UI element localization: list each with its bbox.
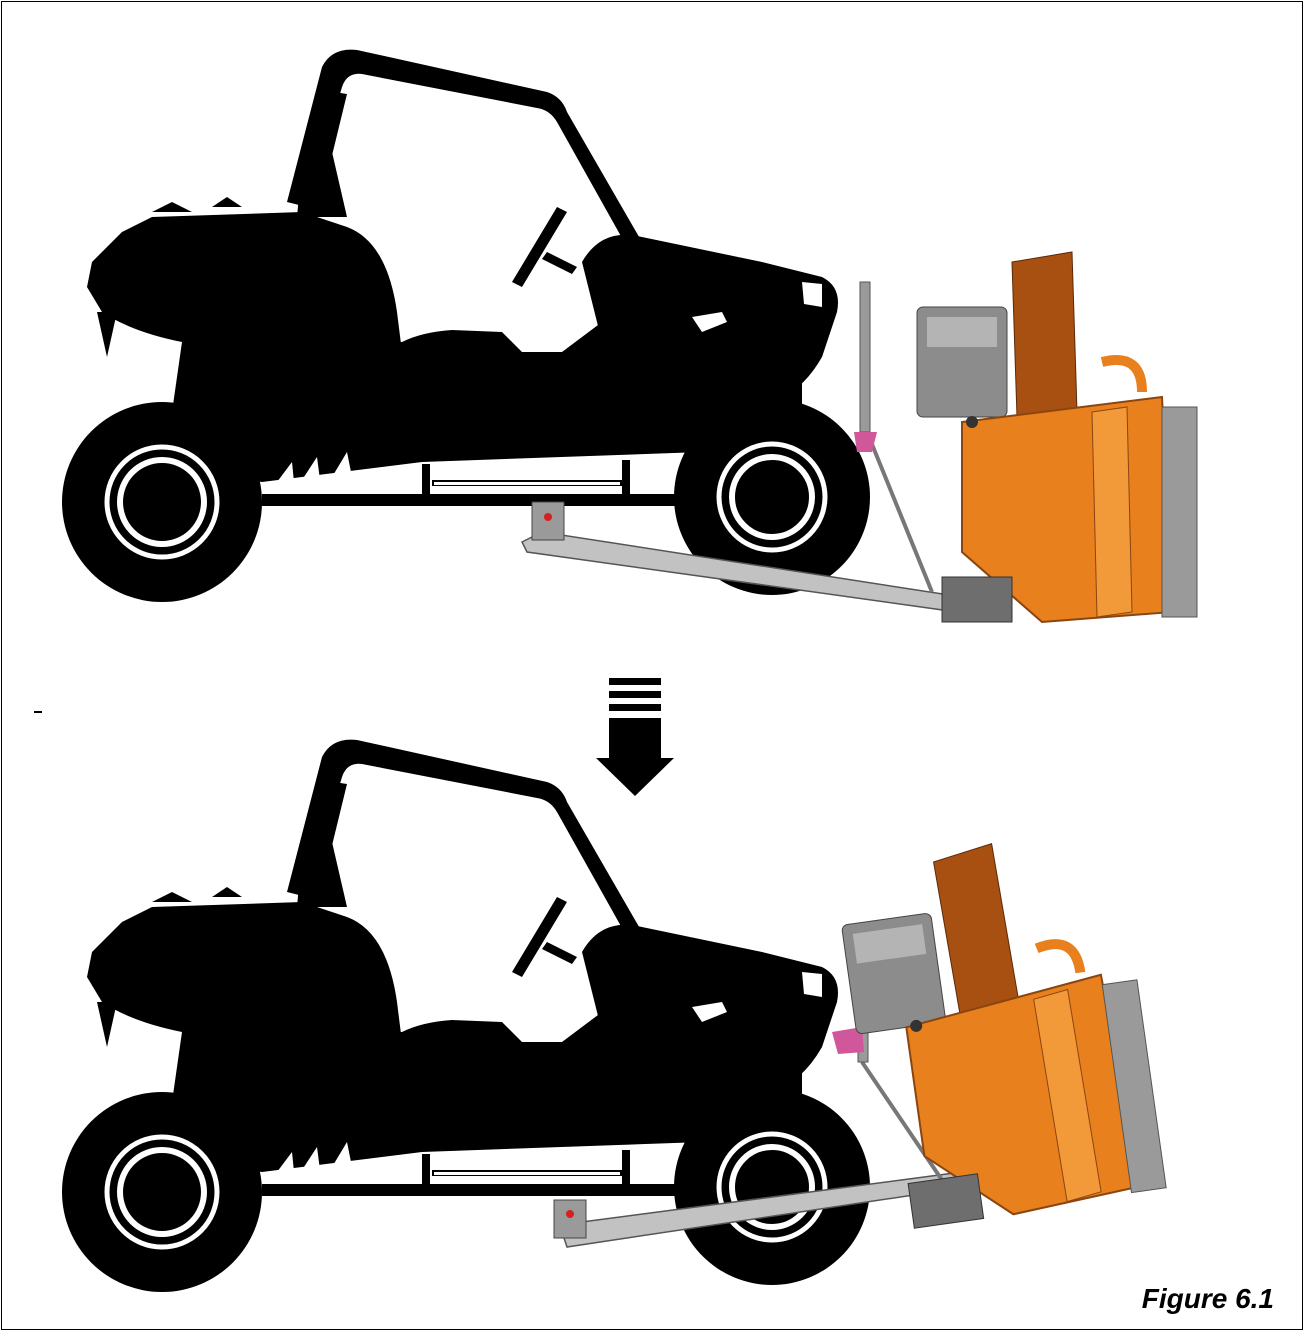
utv-silhouette	[62, 50, 870, 602]
snowblower-attachment	[917, 252, 1197, 622]
snowblower-attachment	[833, 826, 1167, 1232]
utv-blower-lowered-illustration	[2, 702, 1302, 1342]
utv-blower-raised-illustration	[2, 12, 1302, 652]
figure-caption: Figure 6.1	[1142, 1283, 1274, 1315]
